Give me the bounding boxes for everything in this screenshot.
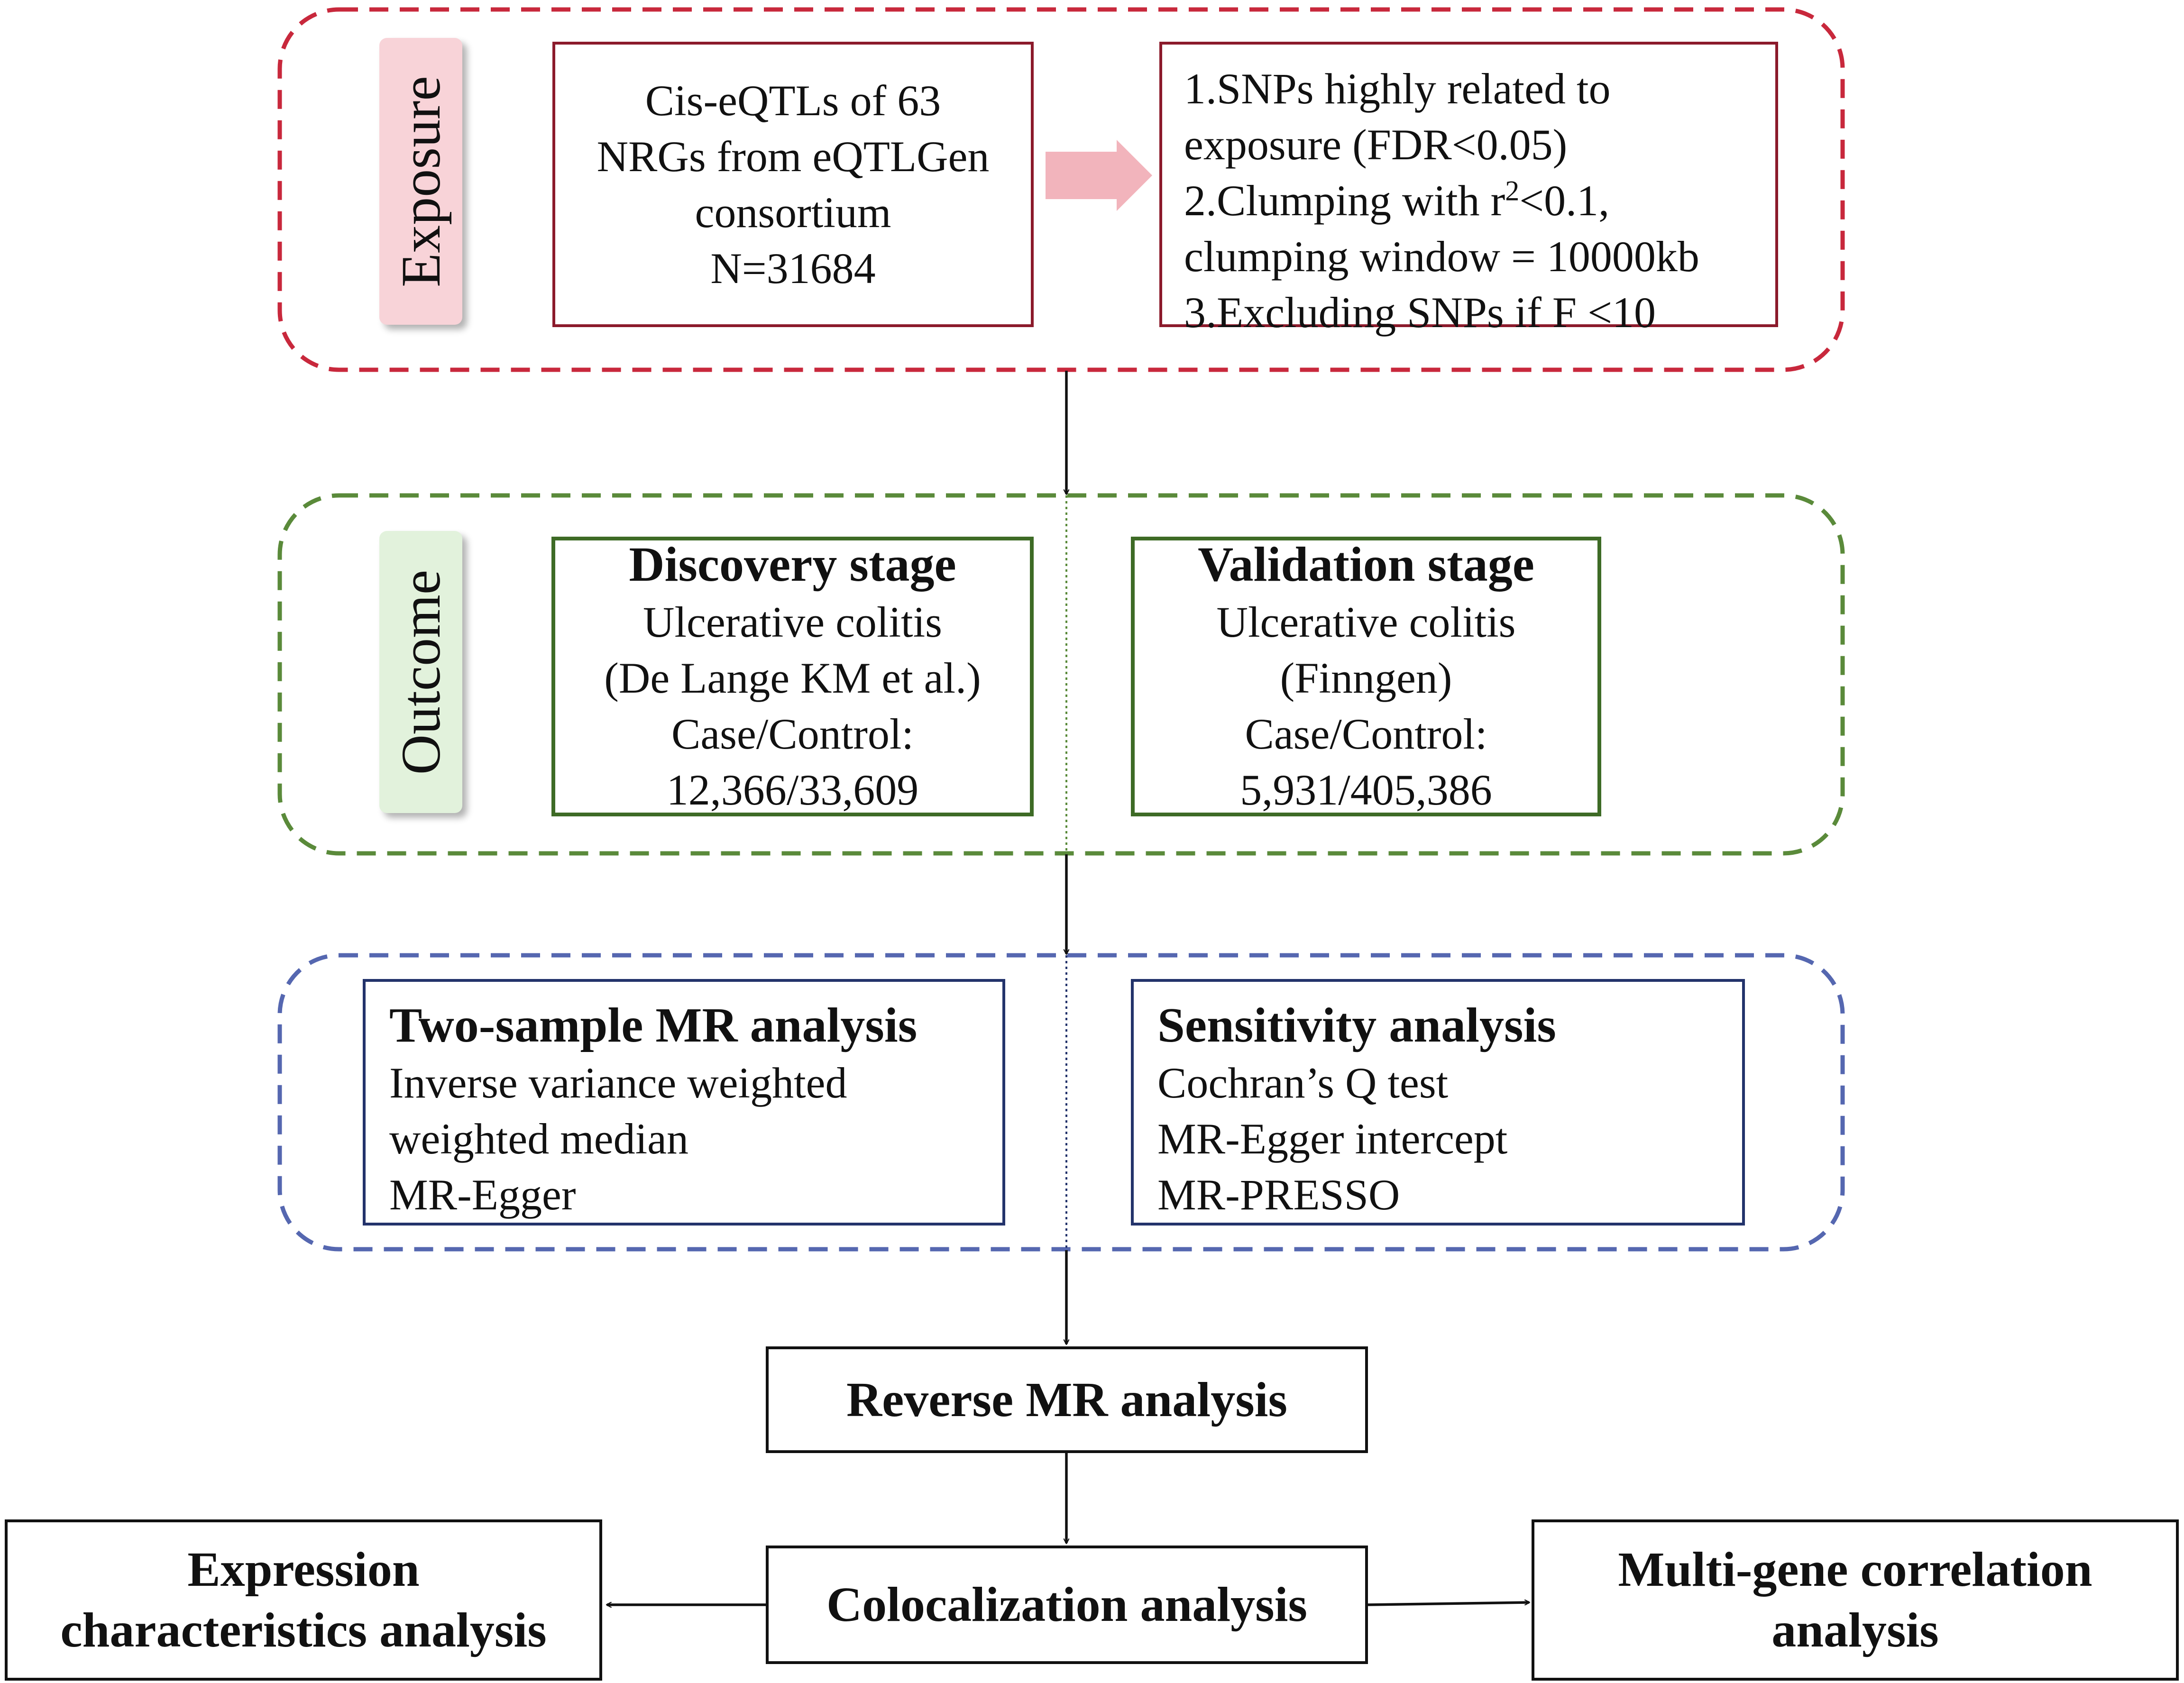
outcome-group: [277, 493, 1845, 856]
expression-line-2: characteristics analysis: [60, 1603, 547, 1657]
discovery-line-1: Ulcerative colitis: [643, 598, 942, 646]
source-line-2: NRGs from eQTLGen: [596, 132, 990, 181]
validation-line-2: (Finngen): [1280, 654, 1452, 702]
discovery-line-2: (De Lange KM et al.): [604, 654, 981, 702]
expression-characteristics-box: Expression characteristics analysis: [5, 1519, 602, 1681]
discovery-line-4: 12,366/33,609: [666, 766, 919, 814]
discovery-stage-box: Discovery stage Ulcerative colitis (De L…: [551, 537, 1034, 816]
criteria-line-2: exposure (FDR<0.05): [1184, 120, 1568, 169]
sensitivity-line-1: Cochran’s Q test: [1157, 1059, 1449, 1107]
validation-line-4: 5,931/405,386: [1240, 766, 1492, 814]
analysis-group: [277, 953, 1845, 1252]
selection-criteria-box: 1.SNPs highly related to exposure (FDR<0…: [1159, 42, 1778, 337]
multigene-line-2: analysis: [1771, 1603, 1939, 1657]
sensitivity-title: Sensitivity analysis: [1157, 998, 1556, 1052]
colocalization-box: Colocalization analysis: [766, 1546, 1368, 1664]
arrow-coloc-to-multigene: [1367, 1602, 1529, 1606]
criteria-line-5: 3.Excluding SNPs if F <10: [1184, 288, 1656, 337]
discovery-title: Discovery stage: [629, 537, 956, 592]
two-sample-line-3: MR-Egger: [389, 1171, 576, 1219]
source-line-4: N=31684: [710, 244, 876, 293]
outcome-tab: Outcome: [379, 531, 462, 813]
validation-line-1: Ulcerative colitis: [1216, 598, 1516, 646]
expression-line-1: Expression: [187, 1542, 420, 1597]
two-sample-line-1: Inverse variance weighted: [389, 1059, 847, 1107]
exposure-source-box: Cis-eQTLs of 63 NRGs from eQTLGen consor…: [552, 42, 1034, 327]
pink-arrow: [1046, 140, 1152, 211]
reverse-mr-box: Reverse MR analysis: [766, 1346, 1368, 1453]
criteria-line-3: 2.Clumping with r2<0.1,: [1184, 175, 1610, 225]
criteria-line-1: 1.SNPs highly related to: [1184, 64, 1611, 113]
validation-title: Validation stage: [1198, 537, 1534, 592]
sensitivity-analysis-box: Sensitivity analysis Cochran’s Q test MR…: [1131, 979, 1745, 1226]
two-sample-line-2: weighted median: [389, 1115, 689, 1163]
reverse-mr-label: Reverse MR analysis: [846, 1372, 1288, 1427]
two-sample-title: Two-sample MR analysis: [389, 998, 918, 1052]
outcome-label: Outcome: [389, 569, 452, 775]
criteria-line-4: clumping window = 10000kb: [1184, 232, 1699, 281]
sensitivity-line-2: MR-Egger intercept: [1157, 1115, 1508, 1163]
colocalization-label: Colocalization analysis: [826, 1577, 1308, 1632]
multi-gene-correlation-box: Multi-gene correlation analysis: [1532, 1519, 2179, 1681]
source-line-3: consortium: [695, 188, 891, 237]
discovery-line-3: Case/Control:: [671, 710, 914, 758]
source-line-1: Cis-eQTLs of 63: [645, 76, 941, 125]
exposure-tab: Exposure: [379, 38, 462, 325]
exposure-label: Exposure: [389, 75, 452, 287]
two-sample-mr-box: Two-sample MR analysis Inverse variance …: [363, 979, 1005, 1226]
exposure-group: [277, 7, 1845, 372]
sensitivity-line-3: MR-PRESSO: [1157, 1171, 1400, 1219]
validation-line-3: Case/Control:: [1245, 710, 1487, 758]
validation-stage-box: Validation stage Ulcerative colitis (Fin…: [1131, 537, 1601, 816]
multigene-line-1: Multi-gene correlation: [1618, 1542, 2092, 1597]
